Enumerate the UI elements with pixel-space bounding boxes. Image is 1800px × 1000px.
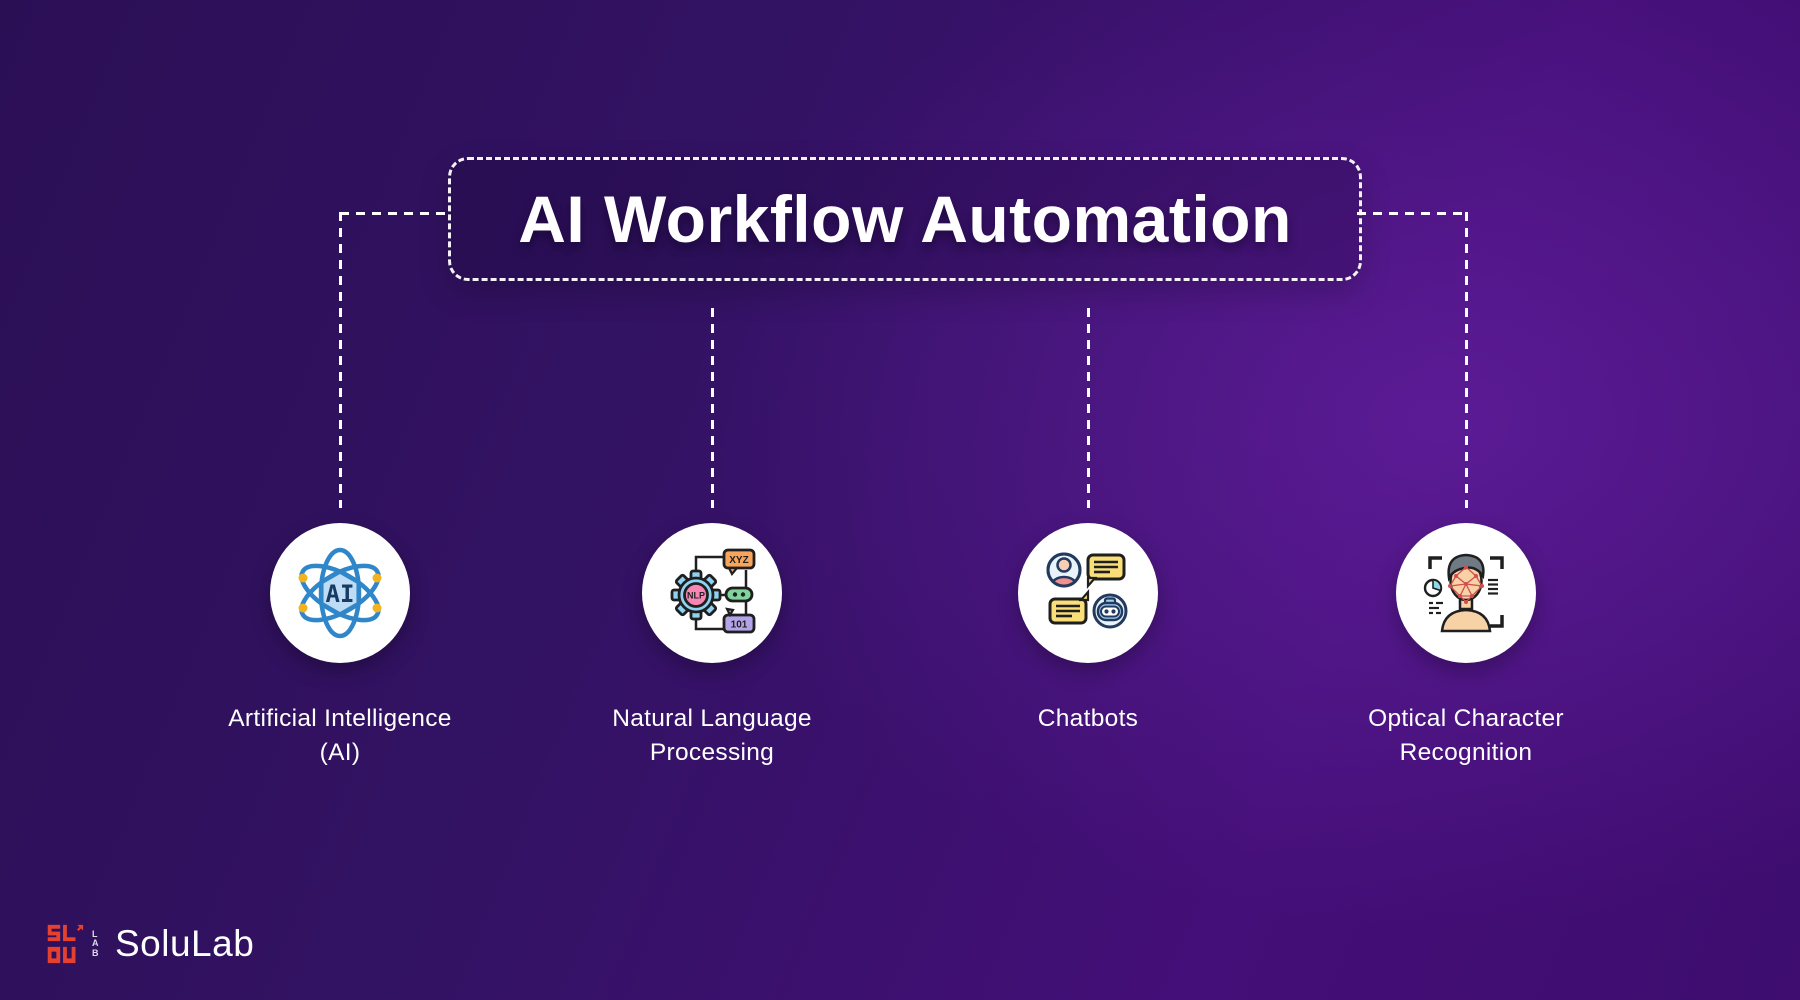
label-line-1: Chatbots [1037, 705, 1139, 732]
ocr-graphic [1423, 553, 1504, 633]
label-line-1: Optical Character [1368, 705, 1564, 732]
nlp-graphic: NLP XYZ 101 [670, 548, 756, 634]
nlp-label: NLP [687, 591, 705, 601]
connector-left-vertical [339, 212, 342, 508]
connector-right-horizontal [1357, 212, 1467, 215]
node-label-chatbots: Chatbots [918, 702, 1258, 736]
node-label-artificial-intelligence: Artificial Intelligence (AI) [170, 702, 510, 770]
node-label-optical-character-recognition: Optical Character Recognition [1296, 702, 1636, 770]
connector-nlp-vertical [711, 308, 714, 508]
connector-chatbots-vertical [1087, 308, 1090, 508]
connector-left-horizontal [340, 212, 450, 215]
connector-right-vertical [1465, 212, 1468, 508]
label-line-1: Natural Language [612, 705, 812, 732]
chatbot-conversation-icon [1018, 523, 1158, 663]
label-line-2: Processing [649, 739, 775, 766]
one-o-one-label: 101 [731, 620, 748, 631]
ocr-face-scan-icon [1396, 523, 1536, 663]
label-line-1: Artificial Intelligence [228, 705, 452, 732]
ai-atom-icon: AI [270, 523, 410, 663]
title-box: AI Workflow Automation [448, 157, 1362, 281]
chatbot-graphic [1046, 552, 1128, 629]
nlp-gear-icon: NLP XYZ 101 [642, 523, 782, 663]
brand-name: SoluLab [115, 923, 255, 964]
label-line-2: (AI) [319, 739, 361, 766]
atom-graphic: AI [298, 547, 382, 639]
label-line-2: Recognition [1399, 739, 1533, 766]
xyz-label: XYZ [729, 555, 748, 566]
node-label-natural-language-processing: Natural Language Processing [542, 702, 882, 770]
solulab-logo-mark [47, 924, 84, 964]
page-title: AI Workflow Automation [518, 182, 1292, 256]
logo-lab-text: LAB [92, 928, 100, 958]
brand-logo: LAB SoluLab [44, 922, 254, 966]
ai-label: AI [326, 580, 355, 608]
